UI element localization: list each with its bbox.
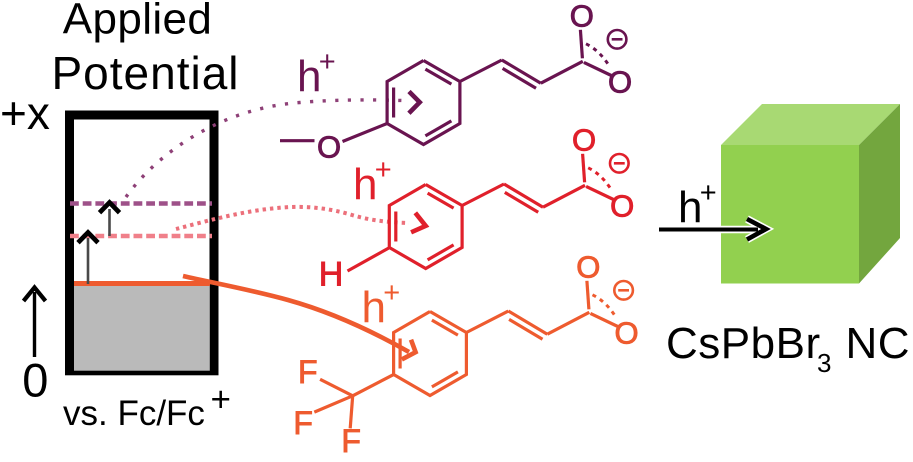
svg-text:0: 0 — [22, 353, 48, 406]
svg-text:+: + — [383, 277, 400, 309]
svg-text:Applied: Applied — [63, 0, 213, 44]
svg-text:O: O — [608, 64, 632, 99]
svg-text:NC: NC — [846, 319, 911, 368]
svg-text:vs. Fc/Fc: vs. Fc/Fc — [63, 394, 205, 433]
svg-text:+: + — [700, 177, 717, 209]
svg-text:h: h — [362, 283, 386, 332]
svg-text:O: O — [610, 188, 634, 223]
svg-text:F: F — [341, 423, 361, 457]
svg-text:F: F — [293, 405, 313, 441]
svg-text:+: + — [319, 46, 336, 78]
svg-text:O: O — [317, 130, 341, 165]
svg-text:h: h — [297, 52, 321, 101]
svg-text:+: + — [211, 380, 231, 419]
svg-text:+x: +x — [0, 87, 50, 139]
svg-text:CsPbBr: CsPbBr — [666, 319, 821, 368]
svg-text:O: O — [576, 250, 600, 285]
svg-text:O: O — [570, 0, 594, 34]
svg-text:h: h — [678, 183, 702, 232]
svg-text:h: h — [353, 160, 377, 209]
svg-text:H: H — [319, 256, 344, 294]
svg-text:O: O — [572, 123, 596, 158]
svg-text:3: 3 — [817, 348, 831, 378]
svg-text:+: + — [375, 154, 392, 186]
svg-text:F: F — [298, 354, 318, 390]
svg-text:O: O — [614, 315, 638, 350]
svg-text:Potential: Potential — [51, 47, 239, 99]
